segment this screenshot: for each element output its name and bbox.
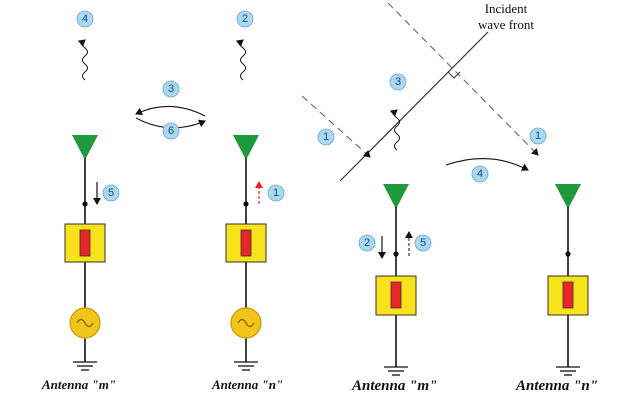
ground-icon [73, 361, 97, 371]
wavy-arrow-icon [77, 39, 88, 81]
svg-text:1: 1 [323, 131, 329, 143]
svg-text:3: 3 [168, 83, 174, 95]
badge-right-5: 5 [414, 234, 432, 252]
badge-right-1a: 1 [317, 128, 335, 146]
badge-right-2: 2 [358, 234, 376, 252]
wave-front-label-line2: wave front [478, 17, 534, 32]
resistor [562, 281, 574, 309]
badge-right-3: 3 [389, 73, 407, 91]
badge-left-1: 1 [267, 184, 285, 202]
resistor [79, 229, 91, 257]
coupling-arrow-top [135, 105, 206, 117]
badge-left-2: 2 [236, 10, 254, 28]
svg-text:5: 5 [108, 187, 114, 199]
svg-text:6: 6 [168, 125, 174, 137]
badge-left-4: 4 [76, 10, 94, 28]
antenna-icon [233, 135, 259, 160]
left-antenna-m [64, 135, 106, 371]
left-antenna-n [225, 135, 267, 371]
ground-icon [384, 366, 408, 376]
svg-text:5: 5 [420, 237, 426, 249]
svg-text:2: 2 [242, 13, 248, 25]
badge-left-3: 3 [162, 80, 180, 98]
resistor [240, 229, 252, 257]
wavy-arrow-icon [235, 39, 246, 81]
right-antenna-n [547, 184, 589, 376]
coupling-arrow-right [445, 158, 529, 171]
incident-ray-lower [301, 95, 371, 158]
svg-text:3: 3 [395, 76, 401, 88]
label-right-antenna-n: Antenna "n" [515, 378, 598, 394]
ground-icon [234, 361, 258, 371]
svg-text:1: 1 [273, 187, 279, 199]
badge-left-6: 6 [162, 122, 180, 140]
antenna-icon [383, 184, 409, 209]
label-right-antenna-m: Antenna "m" [351, 378, 437, 394]
svg-text:2: 2 [364, 237, 370, 249]
incident-wave-front [339, 31, 489, 182]
wavy-arrow-icon [389, 109, 400, 151]
label-left-antenna-n: Antenna "n" [211, 377, 283, 392]
svg-text:4: 4 [477, 168, 483, 180]
svg-text:4: 4 [82, 13, 88, 25]
ground-icon [556, 366, 580, 376]
wave-front-label-line1: Incident [485, 1, 528, 16]
badge-left-5: 5 [102, 184, 120, 202]
badge-right-4: 4 [471, 165, 489, 183]
label-left-antenna-m: Antenna "m" [41, 377, 116, 392]
badge-right-1b: 1 [529, 127, 547, 145]
right-antenna-m [375, 184, 417, 376]
antenna-icon [555, 184, 581, 209]
svg-text:1: 1 [535, 130, 541, 142]
antenna-icon [72, 135, 98, 160]
resistor [390, 281, 402, 309]
